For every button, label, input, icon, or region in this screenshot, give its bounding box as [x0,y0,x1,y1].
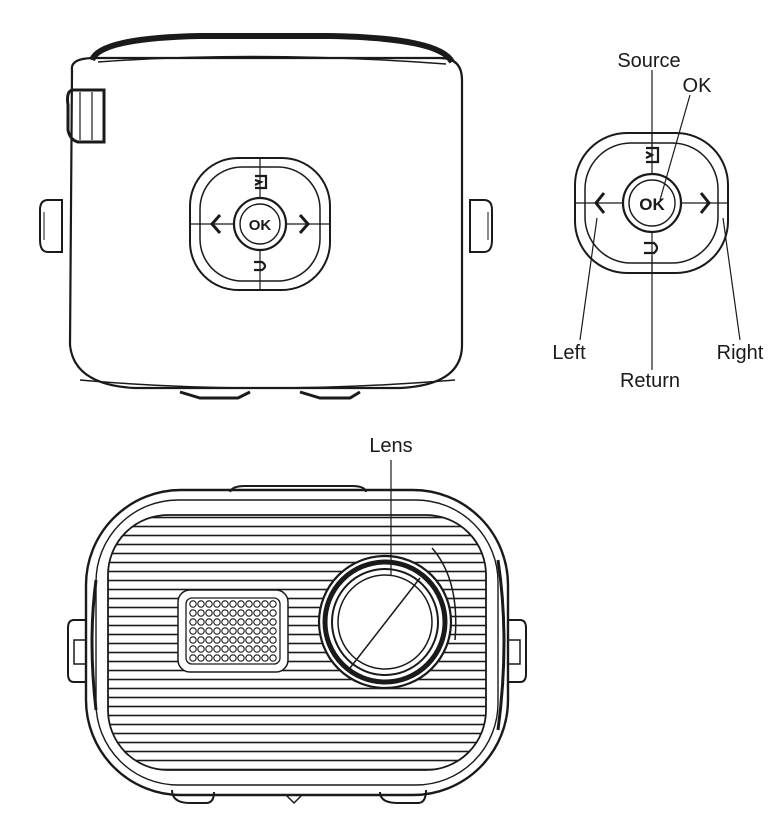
speaker-hole [245,609,253,617]
top-view-ok-text: OK [249,217,272,234]
speaker-hole [221,654,229,662]
speaker-hole [205,609,213,617]
speaker-hole [189,636,197,644]
speaker-hole [205,627,213,635]
speaker-hole [237,645,245,653]
speaker-hole [229,618,237,626]
speaker-hole [205,654,213,662]
speaker-hole [205,618,213,626]
label-ok: OK [683,75,713,97]
speaker-hole [189,654,197,662]
label-source: Source [617,50,680,72]
speaker-hole [261,609,269,617]
speaker-hole [253,609,261,617]
speaker-hole [261,636,269,644]
speaker-hole [221,618,229,626]
speaker-hole [221,645,229,653]
speaker-hole [213,645,221,653]
speaker-hole [221,636,229,644]
speaker-hole [213,618,221,626]
zoom-ok-text: OK [639,195,665,214]
speaker-hole [229,645,237,653]
speaker-hole [261,627,269,635]
speaker-hole [261,600,269,608]
speaker-hole [221,627,229,635]
speaker-hole [197,600,205,608]
speaker-hole [213,636,221,644]
speaker-hole [269,627,277,635]
speaker-hole [245,600,253,608]
projector-top-view [39,33,493,400]
speaker-hole [269,645,277,653]
speaker-hole [189,618,197,626]
speaker-hole [253,627,261,635]
speaker-hole [237,609,245,617]
speaker-hole [253,636,261,644]
speaker-hole [245,618,253,626]
speaker-hole [261,618,269,626]
speaker-hole [197,636,205,644]
speaker-hole [253,645,261,653]
speaker-hole [269,654,277,662]
speaker-hole [269,600,277,608]
speaker-hole [245,654,253,662]
speaker-hole [205,600,213,608]
label-left: Left [552,342,586,364]
speaker-hole [245,627,253,635]
speaker-hole [229,627,237,635]
speaker-hole [205,645,213,653]
projector-front-view [67,460,527,805]
speaker-hole [197,609,205,617]
speaker-hole [237,636,245,644]
speaker-hole [197,627,205,635]
speaker-hole [253,618,261,626]
speaker-hole [237,618,245,626]
speaker-hole [189,645,197,653]
speaker-hole [213,627,221,635]
speaker-holes [189,600,277,662]
speaker-hole [229,636,237,644]
speaker-hole [269,618,277,626]
speaker-hole [245,645,253,653]
speaker-hole [261,645,269,653]
label-return: Return [620,370,680,392]
speaker-hole [237,654,245,662]
speaker-hole [213,600,221,608]
speaker-hole [189,627,197,635]
speaker-hole [229,654,237,662]
speaker-hole [189,600,197,608]
speaker-hole [237,627,245,635]
speaker-hole [245,636,253,644]
label-right: Right [717,342,764,364]
speaker-hole [213,609,221,617]
speaker-hole [237,600,245,608]
speaker-hole [205,636,213,644]
speaker-hole [261,654,269,662]
speaker-hole [213,654,221,662]
speaker-hole [189,609,197,617]
speaker-hole [229,600,237,608]
speaker-hole [269,609,277,617]
speaker-hole [197,645,205,653]
label-lens: Lens [369,435,412,457]
speaker-hole [221,609,229,617]
speaker-hole [197,654,205,662]
speaker-hole [253,654,261,662]
speaker-hole [269,636,277,644]
zoomed-control-pad [574,70,741,370]
speaker-hole [229,609,237,617]
speaker-hole [253,600,261,608]
speaker-hole [221,600,229,608]
speaker-hole [197,618,205,626]
